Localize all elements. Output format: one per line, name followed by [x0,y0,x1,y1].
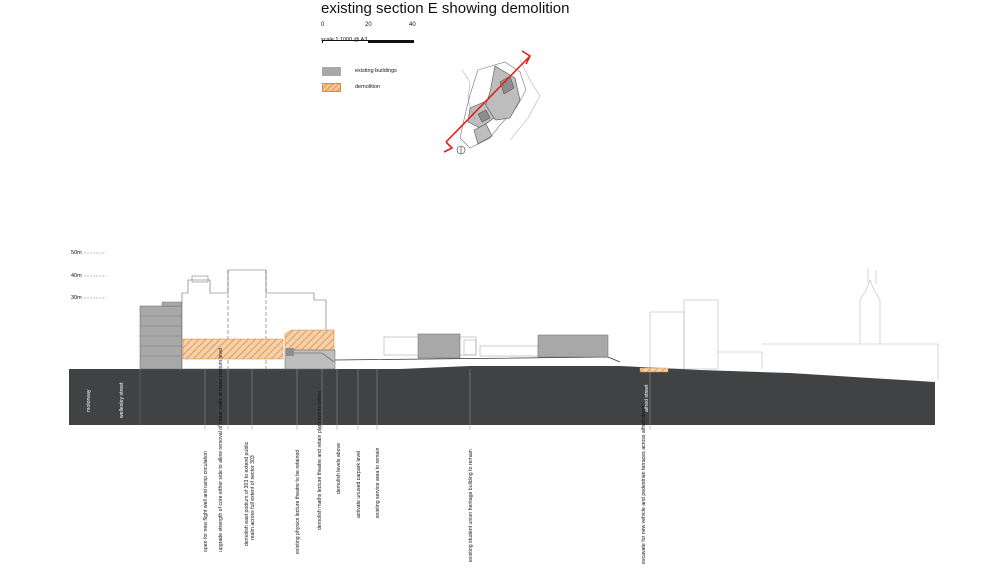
background-buildings [649,268,939,380]
legend-swatch-existing [322,66,341,76]
annotation-podium-303: demolish east podium of 303 to extend pu… [244,441,256,546]
level-30m: 30m [71,295,82,301]
podium-line [334,356,621,363]
annotations: open for new flight well and ramp circul… [203,348,647,564]
legend-item-demolition: demolition [322,80,397,94]
scale-label: scale 1:1000 @ A3 [321,37,368,43]
legend-label-existing: existing buildings [355,68,397,74]
scale-tick-0: 0 [321,22,325,28]
annotation-core-strength: upgrade strength of core either side to … [218,348,224,552]
scale-bar: 0 20 40 scale 1:1000 @ A3 [321,22,421,52]
annotation-maths-theatre: demolish maths lecture theatre and retai… [317,391,323,530]
legend-item-existing: existing buildings [322,64,397,78]
scale-graphic [322,31,418,43]
legend-label-demolition: demolition [355,84,381,90]
leader-lines [139,369,651,430]
street-label-alfred: alfred street [644,384,650,412]
existing-building-left [139,301,183,370]
level-markers: 50m 40m 30m [71,250,106,301]
ground-section [69,366,935,425]
scale-tick-40: 40 [409,22,416,28]
annotation-podium-303-line-1: demolish east podium of 303 to extend pu… [244,441,250,546]
annotation-carpark: activate unused carpark level [356,451,362,518]
demolition-podium [182,338,284,360]
annotation-podium-303-line-2: realm across full extent of sector 303 [250,455,256,540]
legend-swatch-demolition [322,82,341,92]
annotation-alfred-street: excavate for new vehicle and pedestrian … [641,405,647,564]
page-title: existing section E showing demolition [321,0,570,17]
street-label-motorway: motorway [86,389,92,412]
scale-tick-20: 20 [365,22,372,28]
street-label-wellesley: wellesley street [119,382,125,418]
annotation-demolish-levels: demolish levels above [336,443,342,494]
annotation-service-area: existing service area to remain [375,448,381,518]
key-plan [443,50,541,155]
level-40m: 40m [71,273,82,279]
level-50m: 50m [71,250,82,256]
annotation-flight-well: open for new flight well and ramp circul… [203,451,209,552]
annotation-student-union: existing student union heritage building… [468,449,474,562]
annotation-physics-theatre: existing physics lecture theatre to be r… [295,450,301,554]
existing-building-union [383,333,609,359]
demolition-alfred [639,367,669,373]
legend: existing buildings demolition [322,64,397,96]
lecture-theatre [284,329,336,370]
